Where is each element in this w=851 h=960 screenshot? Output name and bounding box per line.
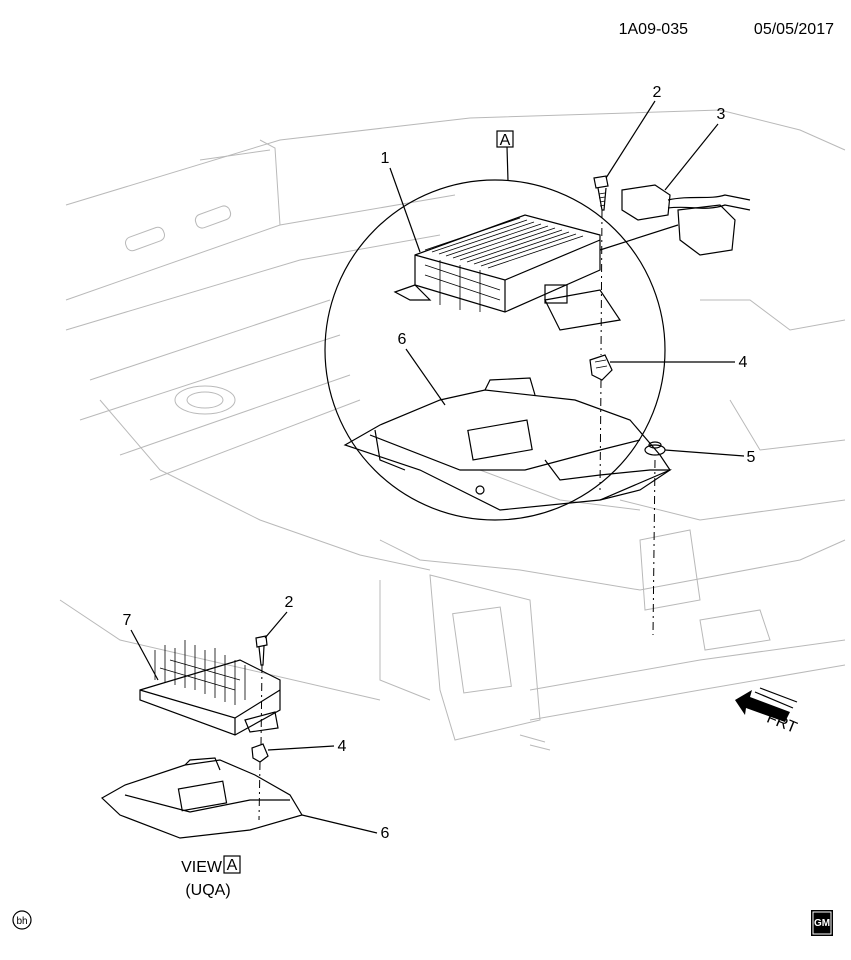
assembly-line-bolt [600,209,603,356]
svg-text:5: 5 [747,449,756,466]
inset-view-label: VIEW A [181,855,241,876]
gm-logo: GM [811,910,833,936]
svg-text:1: 1 [381,150,390,167]
view-marker-a: A [496,130,514,182]
mounting-bracket [343,377,672,511]
inset-callout-4: 4 [267,738,347,755]
svg-text:2: 2 [285,594,294,611]
inset-option-code: (UQA) [185,882,230,899]
svg-text:7: 7 [123,612,132,629]
nut-clip [589,354,613,381]
svg-text:bh: bh [16,916,27,927]
inset-callout-7: 7 [123,612,159,681]
svg-text:2: 2 [653,84,662,101]
inset-callout-6: 6 [301,814,390,842]
svg-text:3: 3 [717,106,726,123]
amplifier-module [393,214,622,331]
svg-text:6: 6 [381,825,390,842]
inset-bracket [100,757,303,839]
callout-2: 2 [605,84,662,179]
assembly-line-nut [652,459,656,636]
svg-text:VIEW: VIEW [181,859,223,876]
wiring-harness-connector [599,184,751,256]
assembly-line-clip [599,379,602,491]
inset-bolt [255,635,268,746]
nut [644,441,666,456]
diagram-date: 05/05/2017 [754,21,834,38]
callout-6: 6 [398,331,446,406]
svg-text:GM: GM [814,918,830,929]
svg-text:4: 4 [338,738,347,755]
svg-text:6: 6 [398,331,407,348]
inset-nut-clip [251,743,269,821]
vehicle-floor-background [59,109,846,751]
svg-text:A: A [500,132,511,149]
svg-text:A: A [227,857,238,874]
inset-callout-2: 2 [264,594,294,639]
detail-view-circle [324,179,666,521]
stamp-icon: bh [12,910,32,930]
callout-1: 1 [381,150,421,253]
callout-4: 4 [610,354,748,371]
callout-3: 3 [664,106,726,191]
inset-module-7 [139,640,281,736]
callout-5: 5 [664,449,756,466]
front-arrow-icon: FRT [735,687,799,737]
bolt [593,175,609,211]
svg-text:FRT: FRT [764,710,799,737]
diagram-id: 1A09-035 [619,21,688,38]
svg-text:4: 4 [739,354,748,371]
